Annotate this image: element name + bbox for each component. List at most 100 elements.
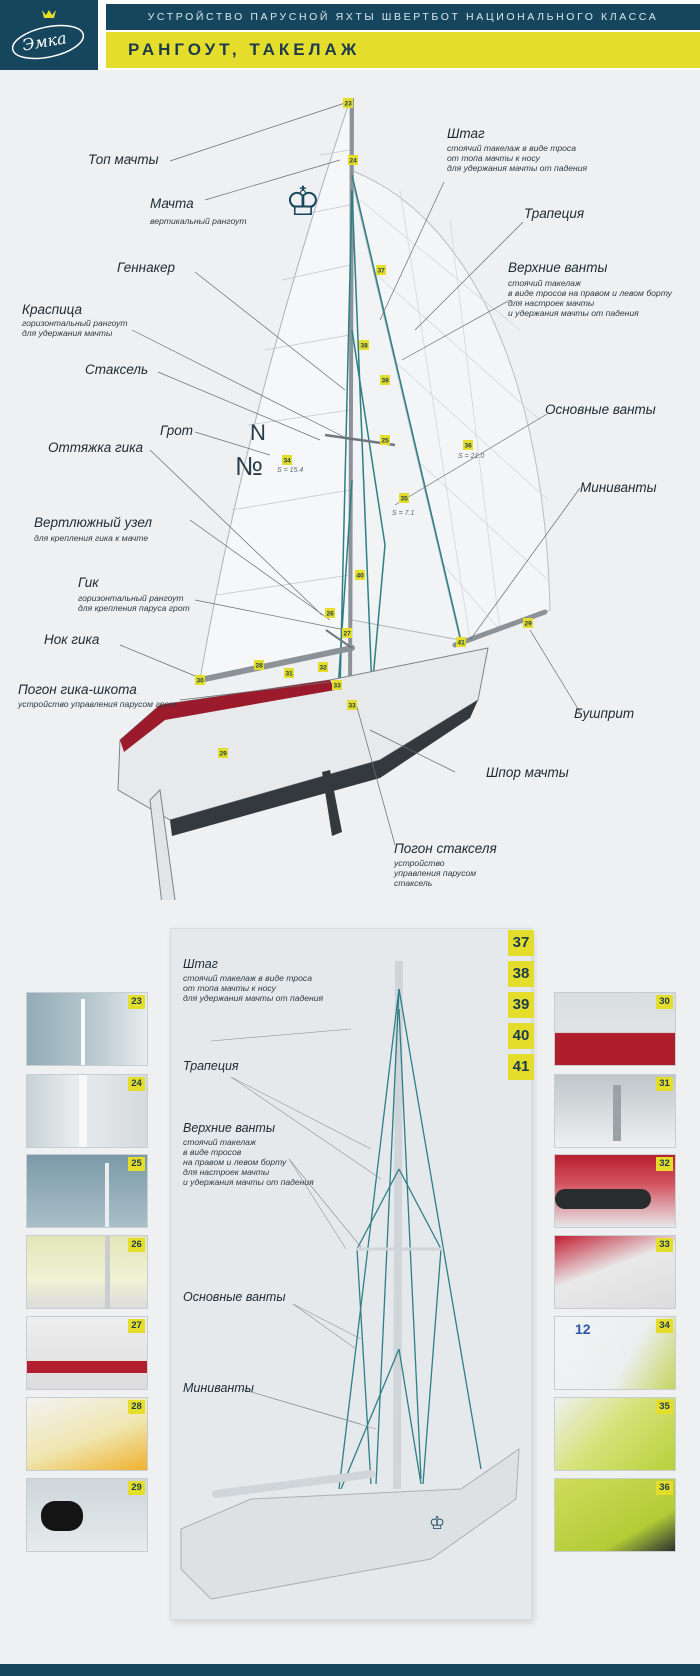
svg-text:28: 28 [256,663,264,670]
thumb-34: 12 34 [554,1316,676,1390]
panel-label-upper-shrouds-desc: стоячий такелаж в виде тросов на правом … [183,1137,314,1187]
page-title: Рангоут, такелаж [128,40,361,59]
svg-text:33: 33 [334,683,342,690]
label-forestay: Штаг [447,126,485,141]
main-area: S = 15.4 [277,467,303,474]
centreboard [322,770,342,836]
thumb-32: 32 [554,1154,676,1228]
svg-text:25: 25 [382,438,390,445]
svg-text:24: 24 [350,158,358,165]
page-title-bar: Рангоут, такелаж [106,32,700,68]
svg-text:29: 29 [525,621,533,628]
panel-label-main-shrouds: Основные ванты [183,1290,286,1304]
svg-text:37: 37 [378,268,386,275]
label-spreader: Краспица [22,302,83,317]
label-boom: Гик [78,575,99,590]
thumb-36: 36 [554,1478,676,1552]
svg-text:39: 39 [382,378,390,385]
svg-text:31: 31 [286,671,294,678]
label-spreader-desc: горизонтальный рангоут для удержания мач… [22,318,128,338]
label-upper-shrouds-desc: стоячий такелаж в виде тросов на правом … [508,278,672,318]
panel-label-mini-shrouds: Миниванты [183,1381,254,1395]
label-boom-end: Нок гика [44,632,100,647]
diagram-markers: 23 24 37 38 39 25 36 34 35 40 26 27 29 4… [195,98,533,758]
thumb-28: 28 [26,1397,148,1471]
thumb-33: 33 [554,1235,676,1309]
label-gooseneck: Вертлюжный узел [34,515,153,530]
thumb-24: 24 [26,1074,148,1148]
gennaker-area: S = 21.0 [458,453,484,460]
label-trapeze: Трапеция [524,206,585,221]
svg-text:27: 27 [344,631,352,638]
thumb-25: 25 [26,1154,148,1228]
svg-text:32: 32 [320,665,328,672]
label-mast: Мачта [150,196,194,211]
svg-text:30: 30 [197,678,205,685]
svg-text:38: 38 [361,343,369,350]
footer-bar [0,1664,700,1676]
jib-area: S = 7.1 [392,510,414,517]
label-vang: Оттяжка гика [48,440,144,455]
thumb-26: 26 [26,1235,148,1309]
label-top-mast: Топ мачты [88,152,159,167]
panel-label-forestay: Штаг [183,957,218,971]
rigging [337,174,463,691]
panel-tab-41: 41 [508,1054,534,1080]
label-bowsprit: Бушприт [574,706,635,721]
mainsail [199,99,351,681]
thumb-23: 23 [26,992,148,1066]
thumb-30: 30 [554,992,676,1066]
hull-stripe [120,680,335,752]
svg-text:29: 29 [220,751,228,758]
label-main-shrouds: Основные ванты [545,402,656,417]
sail-number: № [235,451,263,481]
label-jib-track-desc: устройство управления парусом стаксель [394,858,477,888]
panel-label-forestay-desc: стоячий такелаж в виде троса от топа мач… [183,973,324,1003]
sail-insignia-icon: ♔ [285,180,321,224]
svg-text:33: 33 [349,703,357,710]
label-jib: Стаксель [85,362,149,377]
label-mast-step: Шпор мачты [486,765,569,780]
panel-tab-37: 37 [508,930,534,956]
svg-text:34: 34 [284,458,292,465]
panel-insignia-icon: ♔ [429,1513,445,1533]
rudder [149,788,176,900]
label-upper-shrouds: Верхние ванты [508,260,608,275]
label-traveller-desc: устройство управления парусом грот [18,699,177,709]
svg-text:41: 41 [458,640,466,647]
label-mast-desc: вертикальный рангоут [150,216,247,226]
pointer-lines [119,102,581,846]
rigging-detail-panel: ♔ Штаг стоячий такелаж в виде троса от т… [170,928,532,1620]
label-main: Грот [160,423,194,438]
mast [348,97,354,706]
panel-tab-39: 39 [508,992,534,1018]
svg-text:36: 36 [465,443,473,450]
panel-tab-38: 38 [508,961,534,987]
header: Эмка Устройство парусной яхты швертбот н… [0,0,700,70]
header-subtitle: Устройство парусной яхты швертбот национ… [106,4,700,30]
rigging-schematic: ♔ [180,960,520,1600]
label-traveller: Погон гика-шкота [18,682,137,697]
sail-number-small: N [250,420,266,445]
thumb-29: 29 [26,1478,148,1552]
thumb-34-sail-number: 12 [575,1321,591,1337]
label-mini-shrouds: Миниванты [580,480,657,495]
label-gooseneck-desc: для крепления гика к мачте [34,533,149,543]
logo: Эмка [0,0,98,70]
panel-tab-40: 40 [508,1023,534,1049]
svg-text:40: 40 [357,573,365,580]
label-gennaker: Геннакер [117,260,176,275]
thumb-35: 35 [554,1397,676,1471]
panel-label-trapeze: Трапеция [183,1059,239,1073]
vang-line [325,629,353,649]
label-boom-desc: горизонтальный рангоут для крепления пар… [78,593,190,613]
panel-label-upper-shrouds: Верхние ванты [183,1121,276,1135]
yacht-diagram: ♔ № N S = 15.4 S = 7.1 S = 21.0 23 24 37… [117,97,581,900]
label-forestay-desc: стоячий такелаж в виде троса от топа мач… [447,143,588,173]
svg-text:26: 26 [327,611,335,618]
thumb-27: 27 [26,1316,148,1390]
svg-text:35: 35 [401,496,409,503]
crown-logo-icon [11,10,85,60]
label-jib-track: Погон стакселя [394,841,497,856]
svg-text:23: 23 [345,101,353,108]
